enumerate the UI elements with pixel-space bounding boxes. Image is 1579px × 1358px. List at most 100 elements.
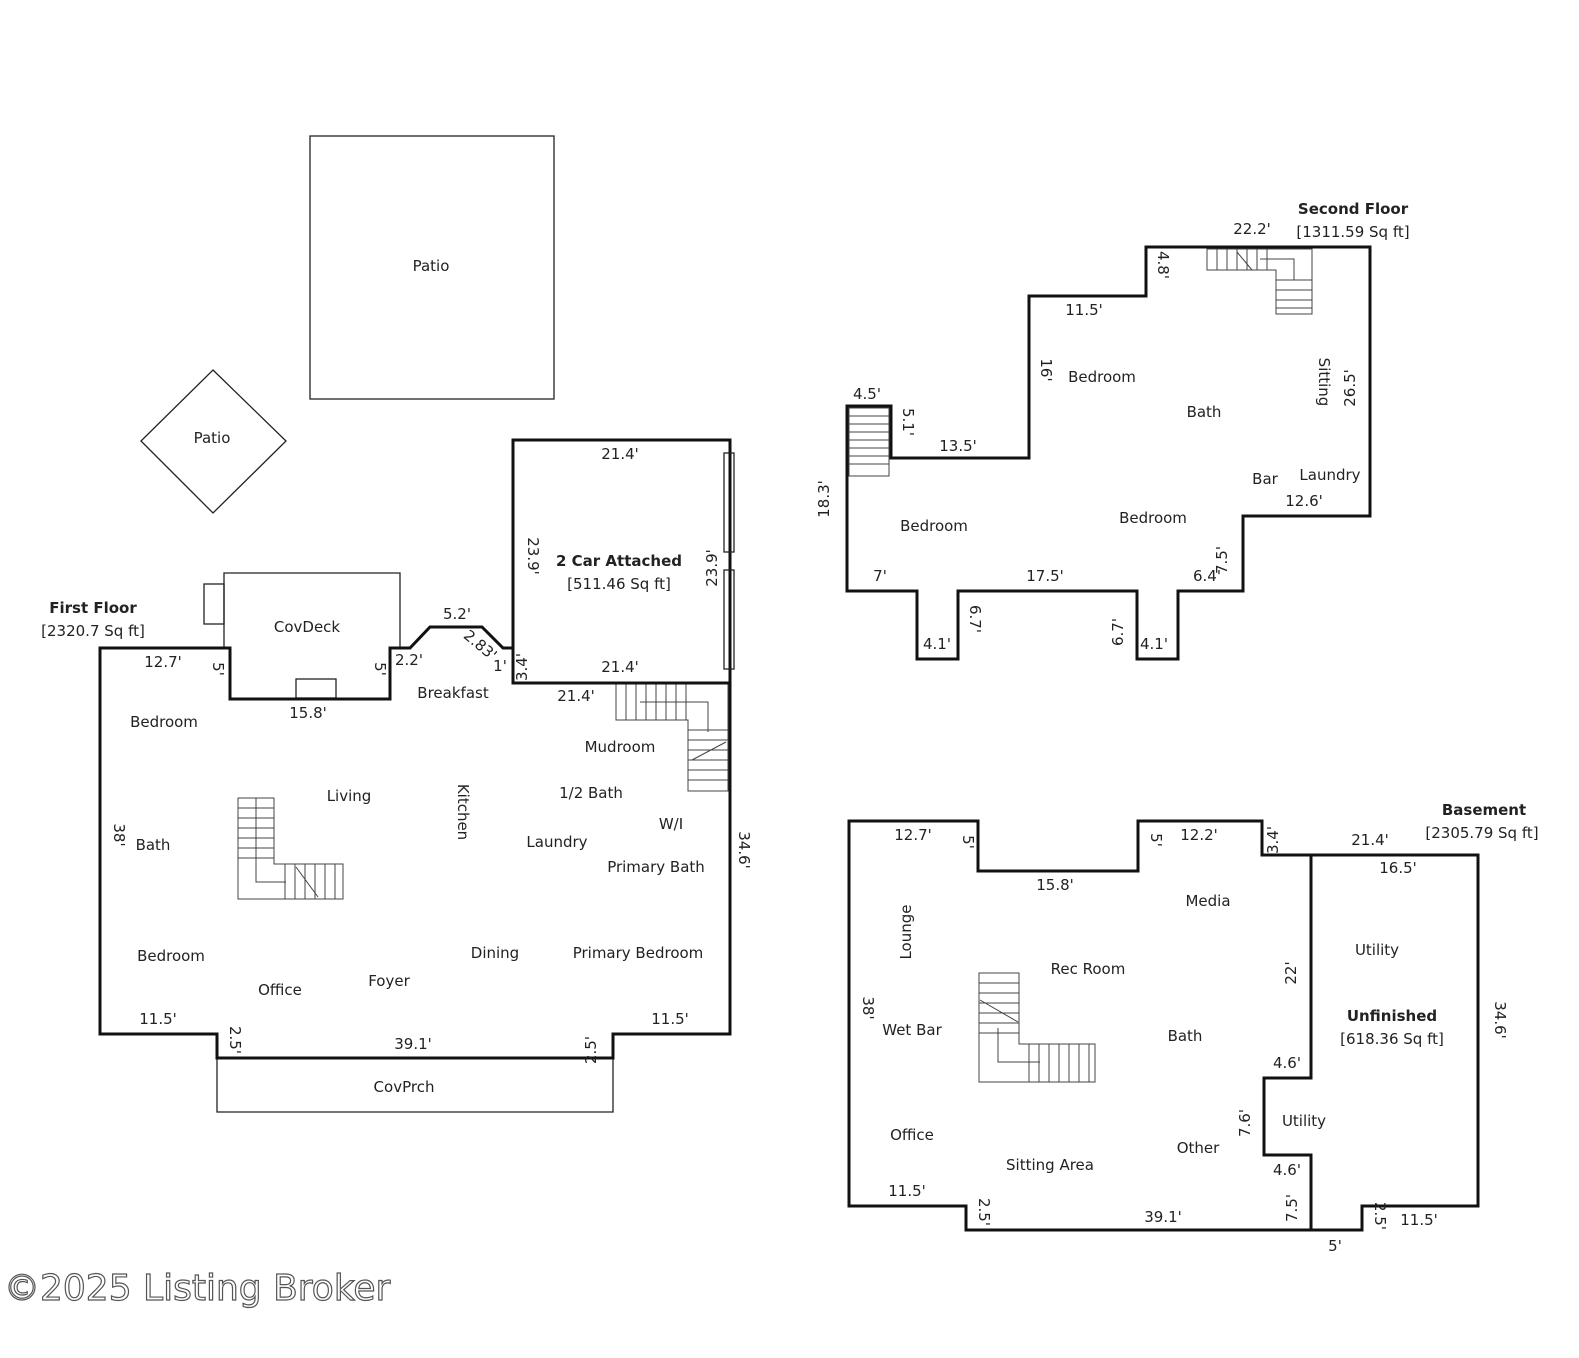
second-floor-title: Second Floor [1298, 200, 1409, 218]
dimension-label: 7' [873, 567, 887, 585]
room-label: Living [327, 787, 372, 805]
room-label: Sitting [1315, 358, 1333, 407]
dimension-label: 4.1' [923, 635, 951, 653]
second-floor-outline [845, 245, 1372, 661]
dimension-label: 15.8' [289, 704, 327, 722]
patio-diamond-outline [140, 369, 287, 514]
dimension-label: 5.1' [899, 408, 917, 436]
dimension-label: 21.4' [557, 687, 595, 705]
room-label: Rec Room [1051, 960, 1126, 978]
room-label: Bedroom [137, 947, 205, 965]
dimension-label: 4.5' [853, 385, 881, 403]
dimension-label: 5' [959, 835, 977, 849]
dimension-label: 4.6' [1273, 1054, 1301, 1072]
room-label: Bath [136, 836, 171, 854]
garage-outline [511, 438, 732, 685]
room-label: Wet Bar [882, 1021, 942, 1039]
dimension-label: 7.5' [1283, 1194, 1301, 1222]
dimension-label: 5' [1328, 1237, 1342, 1255]
dimension-label: 39.1' [1144, 1208, 1182, 1226]
room-label: CovDeck [274, 618, 341, 636]
room-label: Bath [1168, 1027, 1203, 1045]
room-label: Laundry [526, 833, 587, 851]
room-label: Utility [1355, 941, 1399, 959]
basement-plan: Basement [2305.79 Sq ft] Unfinished [618… [847, 801, 1539, 1255]
second-floor-plan: Second Floor [1311.59 Sq ft] Bedroom Bat… [815, 200, 1410, 661]
room-label: Patio [413, 257, 450, 275]
room-label: Bedroom [1068, 368, 1136, 386]
dimension-label: 5' [1147, 833, 1165, 847]
dimension-label: 12.2' [1180, 826, 1218, 844]
room-label: Sitting Area [1006, 1156, 1094, 1174]
garage-plan: 2 Car Attached [511.46 Sq ft] 21.4' 23.9… [511, 438, 735, 685]
dimension-label: 2.5' [975, 1198, 993, 1226]
mudroom-stairs-icon [615, 682, 729, 792]
room-label: Office [258, 981, 302, 999]
garage-door-symbol [723, 452, 735, 553]
room-label: Primary Bath [607, 858, 705, 876]
dimension-label: 22.2' [1233, 220, 1271, 238]
patio-outline [309, 135, 555, 400]
room-label: Mudroom [585, 738, 656, 756]
copyright-watermark: ©2025 Listing Broker [4, 1268, 391, 1309]
unfinished-title: Unfinished [1347, 1007, 1437, 1025]
dimension-label: 17.5' [1026, 567, 1064, 585]
second-floor-area: [1311.59 Sq ft] [1296, 223, 1409, 241]
dimension-label: 12.7' [894, 826, 932, 844]
basement-title: Basement [1442, 801, 1526, 819]
unfinished-divider-wall [1262, 855, 1313, 1230]
dimension-label: 15.8' [1036, 876, 1074, 894]
dimension-label: 5.2' [443, 605, 471, 623]
dimension-label: 16' [1037, 358, 1055, 381]
covprch-outline [216, 1058, 614, 1113]
first-floor-stairs-icon [237, 797, 344, 900]
room-label: Patio [194, 429, 231, 447]
room-label: Kitchen [454, 784, 472, 840]
room-label: Dining [471, 944, 519, 962]
dimension-label: 7.5' [1213, 546, 1231, 574]
unfinished-area: [618.36 Sq ft] [1340, 1030, 1444, 1048]
dimension-label: 16.5' [1379, 859, 1417, 877]
dimension-label: 2.2' [395, 651, 423, 669]
dimension-label: 11.5' [139, 1010, 177, 1028]
fireplace-symbol [295, 678, 337, 699]
dimension-label: 2.5' [582, 1036, 600, 1064]
dimension-label: 4.8' [1154, 251, 1172, 279]
dimension-label: 12.7' [144, 653, 182, 671]
dimension-label: 2.5' [1371, 1202, 1389, 1230]
dimension-label: 34.6' [1491, 1001, 1509, 1039]
room-label: Bath [1187, 403, 1222, 421]
dimension-label: 11.5' [888, 1182, 926, 1200]
dimension-label: 38' [859, 996, 877, 1019]
first-floor-area: [2320.7 Sq ft] [41, 622, 145, 640]
dimension-label: 23.9' [524, 537, 542, 575]
dimension-label: 2.5' [226, 1026, 244, 1054]
room-label: Laundry [1299, 466, 1360, 484]
room-label: Foyer [368, 972, 410, 990]
dimension-label: 39.1' [394, 1035, 432, 1053]
dimension-label: 34.6' [735, 831, 753, 869]
dimension-label: 6.4' [1193, 567, 1221, 585]
room-label: Media [1185, 892, 1230, 910]
room-label: Lounge [897, 904, 915, 959]
grill-symbol [203, 583, 225, 625]
garage-title: 2 Car Attached [556, 552, 682, 570]
garage-area: [511.46 Sq ft] [567, 575, 671, 593]
room-label: Bar [1252, 470, 1278, 488]
dimension-label: 23.9' [703, 549, 721, 587]
dimension-label: 6.7' [966, 605, 984, 633]
dimension-label: 7.6' [1236, 1109, 1254, 1137]
room-label: Utility [1282, 1112, 1326, 1130]
covdeck-outline [223, 572, 401, 648]
room-label: Bedroom [130, 713, 198, 731]
dimension-label: 3.4' [513, 653, 531, 681]
room-label: Office [890, 1126, 934, 1144]
first-floor-title: First Floor [49, 599, 137, 617]
room-label: Primary Bedroom [573, 944, 704, 962]
dimension-label: 12.6' [1285, 492, 1323, 510]
dimension-label: 3.4' [1264, 826, 1282, 854]
second-floor-stairs-icon [848, 248, 1313, 477]
room-label: CovPrch [374, 1078, 435, 1096]
